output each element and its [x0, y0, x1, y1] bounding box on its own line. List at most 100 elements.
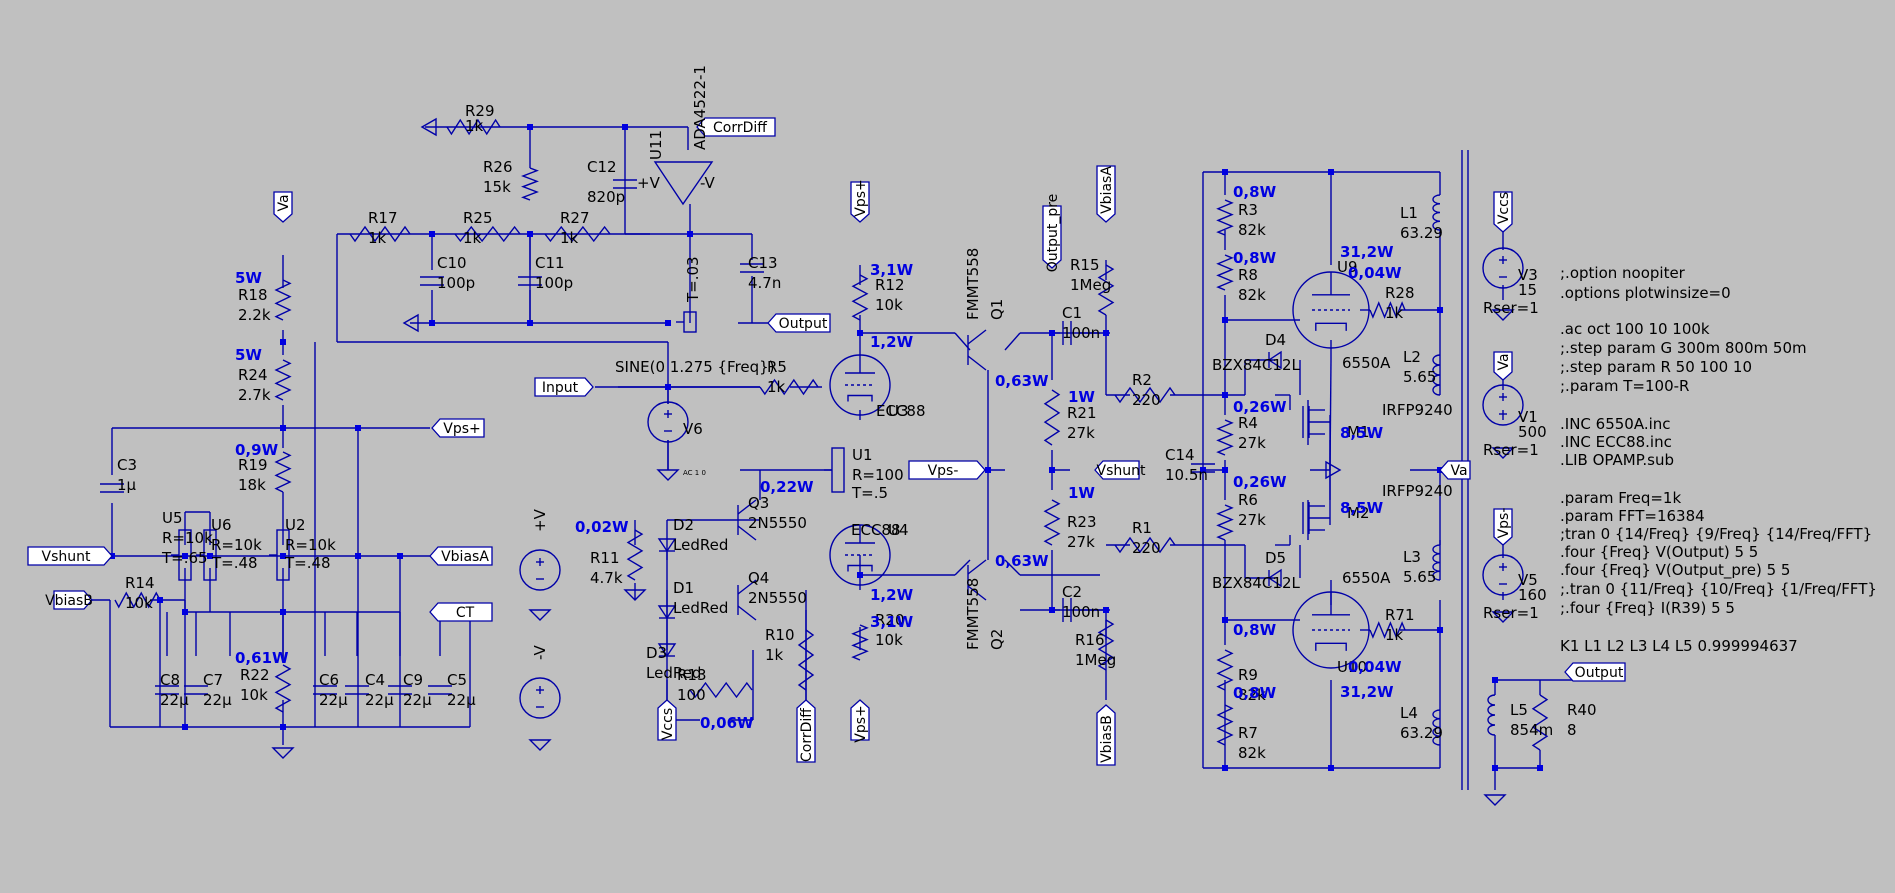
ground-triangle	[656, 469, 680, 481]
net-label-text: Vccs	[1496, 192, 1512, 224]
component-name-R9: R9	[1238, 666, 1258, 684]
capacitor-C5	[428, 685, 452, 695]
net-label: Vshunt	[27, 546, 113, 566]
net-label-shape	[1042, 205, 1062, 269]
net-label-text: VbiasA	[1099, 166, 1115, 214]
component-name-C12: C12	[587, 158, 617, 176]
source-circle	[1482, 384, 1524, 426]
component-value-M1: IRFP9240	[1382, 401, 1453, 419]
resistor-zigzag	[851, 624, 869, 661]
net-label: Vps-	[908, 460, 986, 480]
component-name-R11: R11	[590, 549, 620, 567]
ground-triangle	[1491, 309, 1515, 321]
source-circle	[519, 549, 561, 591]
spice-directives: ;.option noopiter.options plotwinsize=0.…	[1560, 264, 1877, 655]
net-label-text: Va	[276, 194, 292, 211]
component-value-C1: 100n	[1062, 324, 1100, 342]
net-label: CorrDiff	[796, 699, 816, 763]
component-name-R17: R17	[368, 209, 398, 227]
net-label-text: Output_pre	[1045, 194, 1061, 273]
net-label-shape	[850, 699, 870, 741]
component-value-R15: 1Meg	[1070, 276, 1111, 294]
wire	[1004, 332, 1021, 351]
ground-symbol	[271, 747, 295, 759]
resistor-R10	[797, 629, 815, 691]
net-label-text: CorrDiff	[713, 120, 767, 136]
component-value-Q3: 2N5550	[748, 514, 807, 532]
component-name-Q2: Q2	[988, 629, 1006, 650]
inductor-coil	[1432, 354, 1441, 396]
component-name-D5: D5	[1265, 549, 1286, 567]
component-value-R16: 1Meg	[1075, 651, 1116, 669]
tube-U9	[1292, 271, 1370, 349]
power-annotation: 0,26W	[1233, 473, 1287, 491]
resistor-R11	[626, 529, 644, 581]
spice-directive-line: .param Freq=1k	[1560, 489, 1681, 507]
opamp-U11	[653, 161, 714, 206]
resistor-R23	[1043, 499, 1061, 546]
net-label-shape	[796, 699, 816, 763]
power-annotation: 1,2W	[870, 333, 914, 351]
diode-D2	[657, 538, 677, 553]
component-value-R28: 1k	[1385, 304, 1404, 322]
component-value-U5: R=10k	[162, 529, 213, 547]
voltage-source-V2	[519, 549, 561, 591]
power-annotation: 0,8W	[1233, 621, 1277, 639]
net-label-text: Vps+	[853, 705, 869, 743]
component-value-U9: 6550A	[1342, 354, 1391, 372]
resistor-R21	[1043, 389, 1061, 446]
transistor-Q1	[967, 329, 987, 371]
diode-triangle	[657, 643, 677, 658]
component-value-L3: 5.65	[1403, 568, 1436, 586]
spice-directive-line: .ac oct 100 10 100k	[1560, 320, 1710, 338]
net-label-text: CT	[456, 605, 475, 621]
spice-directive-line: ;.four {Freq} I(R39) 5 5	[1560, 599, 1735, 617]
junction	[622, 124, 628, 130]
junction	[182, 609, 188, 615]
tube-U4	[829, 524, 891, 586]
spice-directive-line: .LIB OPAMP.sub	[1560, 451, 1674, 469]
component-name-C11: C11	[535, 254, 565, 272]
net-label-shape	[429, 546, 493, 566]
voltage-source-V3	[1482, 247, 1524, 289]
junction	[280, 553, 286, 559]
junction	[182, 724, 188, 730]
component-name-U5: U5	[162, 509, 183, 527]
net-label-shape	[696, 117, 776, 137]
net-label-shape	[850, 181, 870, 223]
net-label: Vps-	[1493, 508, 1513, 546]
spice-directive-line: .four {Freq} V(Output_pre) 5 5	[1560, 561, 1790, 580]
net-label-text: Output	[1575, 665, 1624, 681]
tube-cathode	[1315, 322, 1347, 331]
ground-symbol	[528, 609, 552, 621]
potentiometer-U1	[824, 447, 845, 493]
transistor-Q4	[737, 579, 757, 621]
component-name-C2: C2	[1062, 583, 1082, 601]
net-label-text: Vps-	[1496, 508, 1512, 539]
opamp-pin-label: +V	[637, 174, 661, 192]
resistor-zigzag	[1369, 621, 1406, 639]
power-annotation: 0,63W	[995, 552, 1049, 570]
component-value-D2: LedRed	[673, 536, 728, 554]
component-name-U6: U6	[211, 516, 232, 534]
transistor-emitter	[737, 605, 757, 621]
net-label-shape	[1493, 351, 1513, 381]
junction	[280, 609, 286, 615]
component-name-U2: U2	[285, 516, 306, 534]
power-annotation: 0,63W	[995, 372, 1049, 390]
junction	[280, 425, 286, 431]
param-text: T=.65	[161, 549, 208, 567]
spice-directive-line: ;.step param G 300m 800m 50m	[1560, 339, 1807, 357]
power-annotation: 0,8W	[1233, 249, 1277, 267]
component-value-L4: 63.29	[1400, 724, 1443, 742]
ground-symbol	[528, 739, 552, 751]
net-label-shape	[1564, 662, 1626, 682]
component-value-D1: LedRed	[673, 599, 728, 617]
net-label: VbiasB	[45, 590, 93, 610]
net-label-text: VbiasB	[45, 593, 93, 609]
resistor-R20	[851, 624, 869, 661]
net-label-text: Vps+	[443, 421, 481, 437]
component-name-L3: L3	[1403, 548, 1421, 566]
ground-triangle	[623, 589, 647, 601]
junction	[355, 553, 361, 559]
